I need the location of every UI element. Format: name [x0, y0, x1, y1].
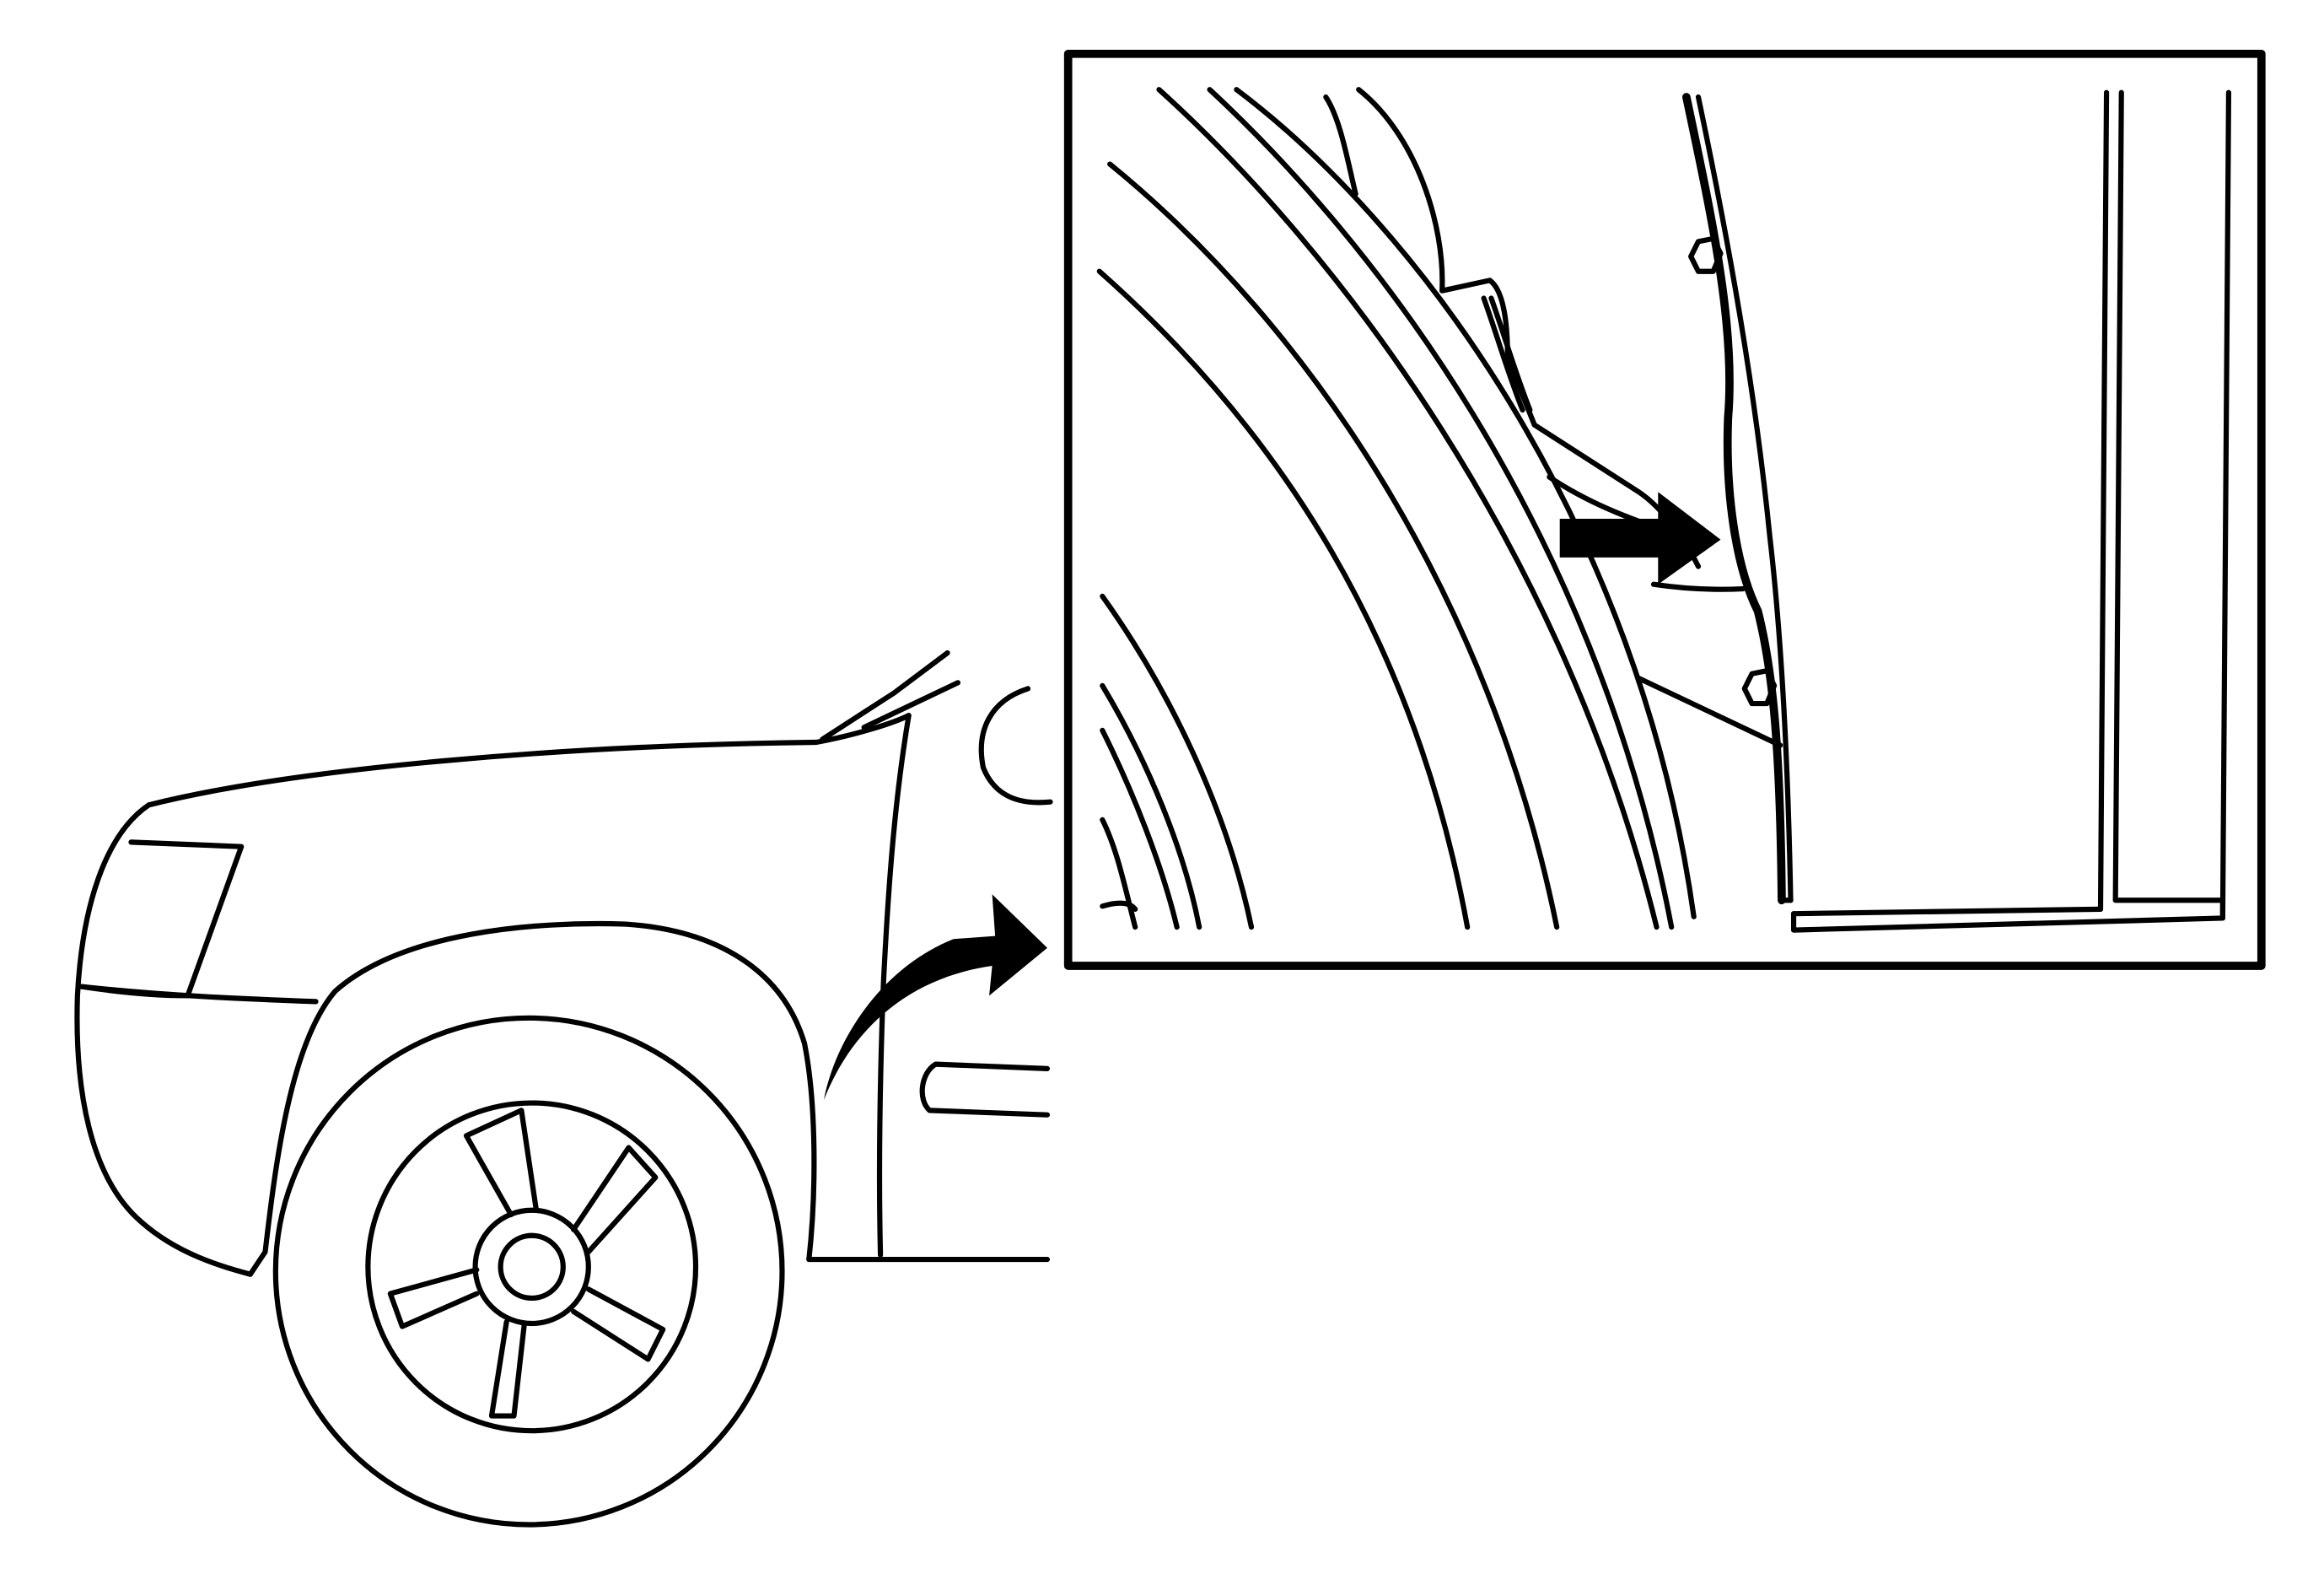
bumper-line: [79, 984, 319, 1005]
hub-inner: [498, 1232, 566, 1302]
wheel-liner: [1156, 87, 1783, 930]
fender-edge: [1682, 93, 1794, 905]
fender-flare: [247, 920, 817, 1277]
callout-arrow-shape: [823, 894, 1047, 1100]
fastener-lower: [1741, 668, 1778, 707]
inset-frame: [1063, 49, 2266, 970]
tire: [272, 1015, 785, 1528]
callout-arrow: [823, 894, 1047, 1100]
location-arrow-shape: [1559, 492, 1721, 585]
fender-rear-edge: [876, 713, 912, 1258]
front-wheel: [272, 1015, 785, 1528]
rim: [365, 1100, 699, 1434]
side-mirror: [978, 686, 1053, 806]
door-panel: [1790, 89, 2232, 933]
fastener-upper: [1688, 235, 1724, 274]
detail-inset: [1063, 49, 2266, 970]
vehicle-front-end: [74, 650, 1053, 1277]
tire-tread-arcs: [1096, 161, 1560, 930]
front-fascia: [74, 802, 253, 1277]
hood-outline: [146, 713, 912, 808]
windshield-edge: [861, 680, 961, 730]
location-arrow: [1559, 492, 1721, 585]
wheel-spokes: [387, 1108, 666, 1419]
hood-crease: [820, 650, 950, 742]
hub-outer: [472, 1207, 591, 1327]
side-marker: [919, 1061, 1051, 1118]
